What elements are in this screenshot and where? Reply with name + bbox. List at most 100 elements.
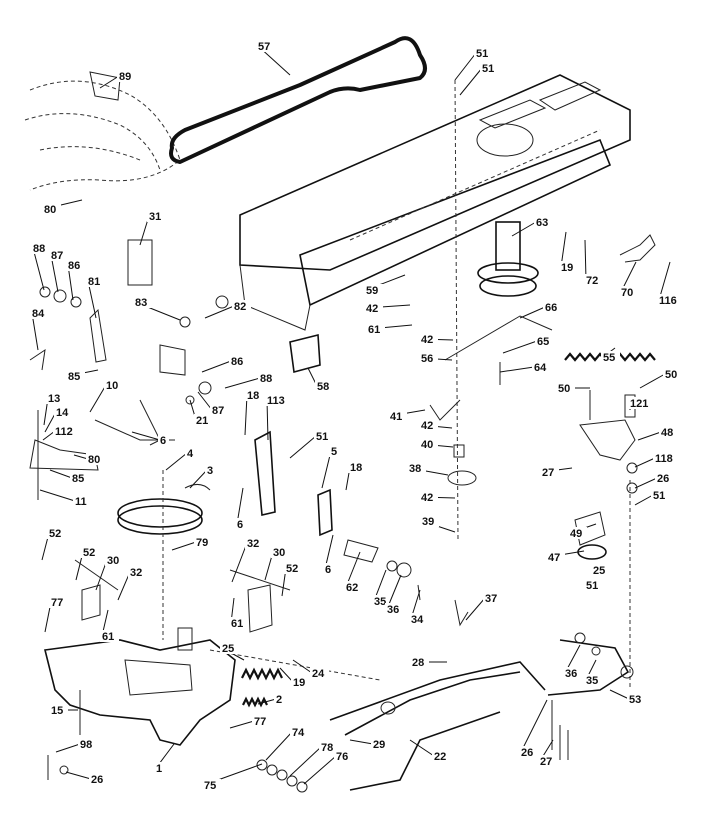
callout-leader-84 — [31, 312, 39, 351]
part-callout-15: 15 — [51, 705, 63, 717]
part-callout-51: 51 — [482, 63, 494, 75]
callout-bg — [31, 242, 50, 254]
callout-bg — [543, 301, 562, 313]
callout-bg — [66, 259, 85, 271]
part-callout-62: 62 — [346, 582, 358, 594]
callout-leader-82 — [204, 305, 235, 319]
callout-bg — [329, 445, 340, 457]
part-callout-35: 35 — [586, 675, 598, 687]
part-callout-51: 51 — [316, 431, 328, 443]
callout-leader-113 — [266, 399, 269, 441]
callout-leader-74 — [265, 731, 293, 761]
part-callout-74: 74 — [292, 727, 305, 739]
part-callout-32: 32 — [130, 567, 142, 579]
part-callout-77: 77 — [254, 716, 266, 728]
part-callout-83: 83 — [135, 297, 147, 309]
callout-bg — [364, 284, 383, 296]
callout-bg — [538, 755, 557, 767]
callout-bg — [104, 379, 123, 391]
callout-bg — [194, 536, 213, 548]
callout-bg — [128, 566, 147, 578]
callout-bg — [89, 773, 108, 785]
callout-bg — [659, 426, 678, 438]
part-callout-6: 6 — [325, 564, 331, 576]
callout-bg — [315, 380, 334, 392]
part-callout-40: 40 — [421, 439, 433, 451]
part-callout-37: 37 — [485, 593, 497, 605]
bracket-58 — [289, 333, 321, 374]
callout-bg — [480, 62, 499, 74]
part-callout-88: 88 — [33, 243, 45, 255]
callout-bg — [232, 300, 251, 312]
callout-bg — [78, 738, 97, 750]
part-callout-65: 65 — [537, 336, 549, 348]
callout-leader-37 — [465, 597, 486, 621]
part-callout-64: 64 — [534, 362, 547, 374]
part-callout-51: 51 — [586, 580, 598, 592]
callout-bg — [535, 335, 554, 347]
callout-leader-87 — [50, 254, 59, 293]
part-callout-30: 30 — [107, 555, 119, 567]
callout-leader-77 — [229, 720, 255, 729]
callout-leader-24 — [292, 659, 313, 674]
part-callout-38: 38 — [409, 463, 421, 475]
part-callout-42: 42 — [421, 334, 433, 346]
callout-bg — [265, 394, 292, 406]
part-callout-11: 11 — [75, 496, 87, 508]
callout-bg — [584, 274, 603, 286]
part-callout-42: 42 — [421, 420, 433, 432]
callout-leader-10 — [89, 384, 107, 413]
part-callout-59: 59 — [366, 285, 378, 297]
callout-bg — [655, 472, 674, 484]
callout-bg — [419, 419, 438, 431]
part-callout-26: 26 — [521, 747, 533, 759]
callout-leader-3 — [189, 469, 208, 489]
callout-leader-63 — [511, 221, 537, 237]
callout-bg — [546, 551, 565, 563]
callout-bg — [86, 453, 105, 465]
callout-leader-2 — [257, 698, 277, 705]
part-callout-57: 57 — [258, 41, 270, 53]
callout-bg — [474, 47, 493, 59]
callout-bg — [202, 779, 221, 791]
part-callout-18: 18 — [350, 462, 362, 474]
callout-bg — [274, 693, 285, 705]
part-callout-32: 32 — [247, 538, 259, 550]
callout-leader-76 — [303, 755, 337, 785]
callout-leader-88 — [224, 377, 261, 389]
callout-bg — [584, 579, 603, 591]
part-callout-61: 61 — [231, 618, 243, 630]
callout-bg — [407, 462, 426, 474]
callout-leader-51 — [459, 67, 483, 96]
callout-bg — [420, 515, 439, 527]
part-callout-58: 58 — [317, 381, 329, 393]
left-lever-assembly — [29, 239, 229, 500]
callout-bg — [245, 389, 264, 401]
callout-bg — [117, 70, 136, 82]
callout-bg — [419, 352, 438, 364]
right-idler-assembly — [564, 234, 656, 690]
part-callout-81: 81 — [88, 276, 100, 288]
callout-leader-79 — [171, 541, 197, 551]
part-callout-55: 55 — [603, 352, 615, 364]
part-callout-18: 18 — [247, 390, 259, 402]
part-callout-47: 47 — [548, 552, 560, 564]
callout-bg — [194, 414, 213, 426]
callout-bg — [229, 617, 248, 629]
callout-leader-11 — [39, 489, 76, 502]
callout-bg — [133, 296, 152, 308]
callout-bg — [364, 302, 383, 314]
callout-bg — [70, 472, 89, 484]
callout-bg — [47, 527, 66, 539]
callout-bg — [519, 746, 538, 758]
part-callout-27: 27 — [542, 467, 554, 479]
callout-leader-86 — [201, 360, 232, 373]
callout-bg — [49, 596, 68, 608]
part-callout-121: 121 — [630, 398, 648, 410]
callout-bg — [205, 464, 216, 476]
callout-bg — [235, 518, 246, 530]
part-callout-35: 35 — [374, 596, 386, 608]
callout-bg — [653, 452, 680, 464]
lower-brackets — [74, 559, 291, 633]
callout-bg — [147, 210, 166, 222]
